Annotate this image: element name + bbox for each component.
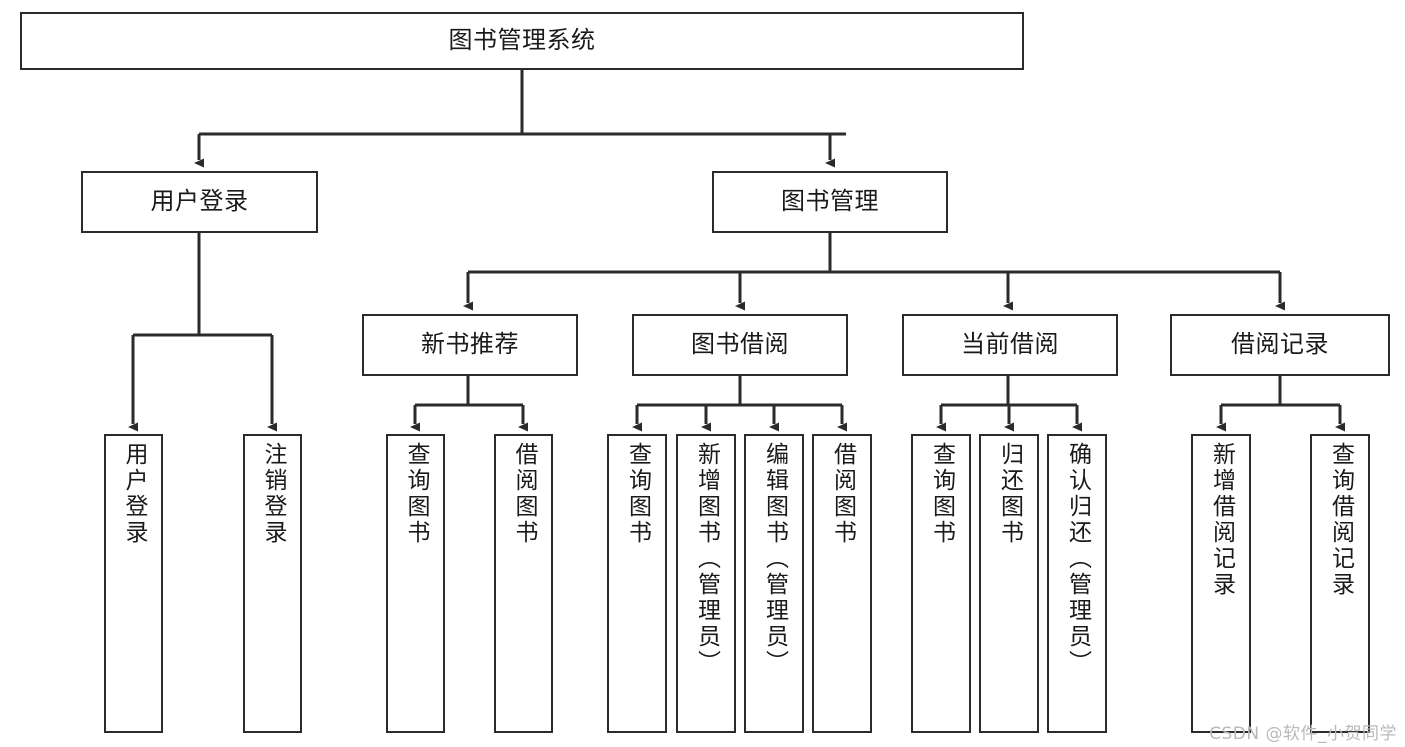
node-leaf-borrow-book-recommend-label: 借阅图书 [511,442,537,546]
node-book-management-label: 图书管理 [781,187,879,216]
node-leaf-add-borrow-record[interactable]: 新增借阅记录 [1191,434,1251,733]
node-leaf-query-borrow-record-label: 查询借阅记录 [1327,442,1354,598]
node-borrow-records-label: 借阅记录 [1231,330,1329,359]
node-leaf-confirm-return-admin-label: 确认归还（管理员） [1064,442,1091,676]
node-leaf-edit-book-admin-label: 编辑图书（管理员） [761,442,788,676]
node-current-borrow[interactable]: 当前借阅 [902,314,1118,376]
node-leaf-query-book-borrow[interactable]: 查询图书 [607,434,667,733]
node-leaf-user-login[interactable]: 用户登录 [104,434,163,733]
node-leaf-query-book-borrow-label: 查询图书 [624,442,651,546]
node-book-borrow[interactable]: 图书借阅 [632,314,848,376]
node-new-book-recommend[interactable]: 新书推荐 [362,314,578,376]
node-leaf-return-book[interactable]: 归还图书 [979,434,1039,733]
node-book-management[interactable]: 图书管理 [712,171,948,233]
node-leaf-add-book-admin-label: 新增图书（管理员） [693,442,720,676]
node-leaf-query-book-current[interactable]: 查询图书 [911,434,971,733]
node-leaf-edit-book-admin[interactable]: 编辑图书（管理员） [744,434,804,733]
node-leaf-logout[interactable]: 注销登录 [243,434,302,733]
node-leaf-borrow-book[interactable]: 借阅图书 [812,434,872,733]
node-borrow-records[interactable]: 借阅记录 [1170,314,1390,376]
node-user-login-label: 用户登录 [150,187,249,216]
node-current-borrow-label: 当前借阅 [961,330,1059,359]
node-leaf-user-login-label: 用户登录 [121,442,147,546]
node-leaf-query-book-current-label: 查询图书 [928,442,955,546]
node-leaf-borrow-book-recommend[interactable]: 借阅图书 [494,434,553,733]
node-leaf-borrow-book-label: 借阅图书 [829,442,856,546]
node-leaf-query-book-recommend[interactable]: 查询图书 [386,434,445,733]
node-leaf-add-book-admin[interactable]: 新增图书（管理员） [676,434,736,733]
node-user-login[interactable]: 用户登录 [81,171,318,233]
node-leaf-query-borrow-record[interactable]: 查询借阅记录 [1310,434,1370,733]
node-leaf-confirm-return-admin[interactable]: 确认归还（管理员） [1047,434,1107,733]
node-new-book-recommend-label: 新书推荐 [421,330,519,359]
node-root-system-label: 图书管理系统 [448,26,596,55]
node-root-system[interactable]: 图书管理系统 [20,12,1024,70]
node-leaf-logout-label: 注销登录 [260,442,286,546]
node-book-borrow-label: 图书借阅 [691,330,789,359]
node-leaf-add-borrow-record-label: 新增借阅记录 [1208,442,1235,598]
node-leaf-query-book-recommend-label: 查询图书 [403,442,429,546]
node-leaf-return-book-label: 归还图书 [996,442,1023,546]
